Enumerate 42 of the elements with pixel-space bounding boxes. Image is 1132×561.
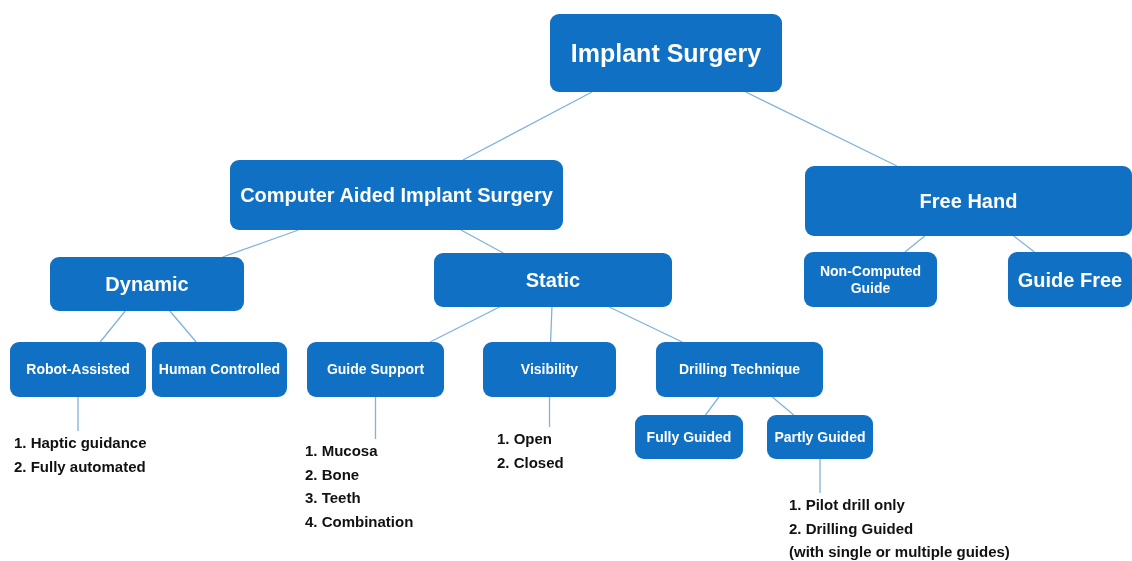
connector-line [704,396,720,416]
connector-line [77,396,79,432]
list-item: (with single or multiple guides) [789,542,1011,561]
connector-line [429,306,501,343]
connector-line [169,310,197,343]
connector-line [745,91,898,167]
list-item: 3. Teeth [305,488,362,508]
category-box: Free Hand [805,166,1132,236]
connector-line [374,396,377,440]
list-item: 4. Combination [305,511,415,532]
connector-line [608,306,683,343]
category-box: Partly Guided [767,415,873,459]
category-box: Guide Support [307,342,444,397]
connector-line [462,91,593,161]
connector-line [819,458,821,494]
connector-line [548,396,551,428]
connector-line [99,310,126,343]
connector-line [771,396,795,416]
category-box: Guide Free [1008,252,1132,307]
connector-line [1013,235,1036,253]
connector-line [460,229,504,254]
list-item: 2. Closed [497,452,565,473]
category-box: Non-Computed Guide [804,252,937,307]
category-box: Static [434,253,672,307]
list-item: 2. Drilling Guided [789,518,915,539]
list-item: 1. Haptic guidance [14,433,148,453]
list-item: 2. Bone [305,464,361,485]
category-box: Implant Surgery [550,14,782,92]
category-box: Computer Aided Implant Surgery [230,160,563,230]
list-item: 1. Open [497,429,553,449]
connector-line [904,235,926,253]
list-item: 2. Fully automated [14,456,147,477]
connector-line [222,229,300,258]
category-box: Fully Guided [635,415,743,459]
list-item: 1. Pilot drill only [789,495,906,515]
category-box: Dynamic [50,257,244,311]
category-box: Visibility [483,342,616,397]
category-box: Drilling Technique [656,342,823,397]
connector-line [549,306,553,343]
list-item: 1. Mucosa [305,441,379,461]
category-box: Human Controlled [152,342,287,397]
category-box: Robot-Assisted [10,342,146,397]
